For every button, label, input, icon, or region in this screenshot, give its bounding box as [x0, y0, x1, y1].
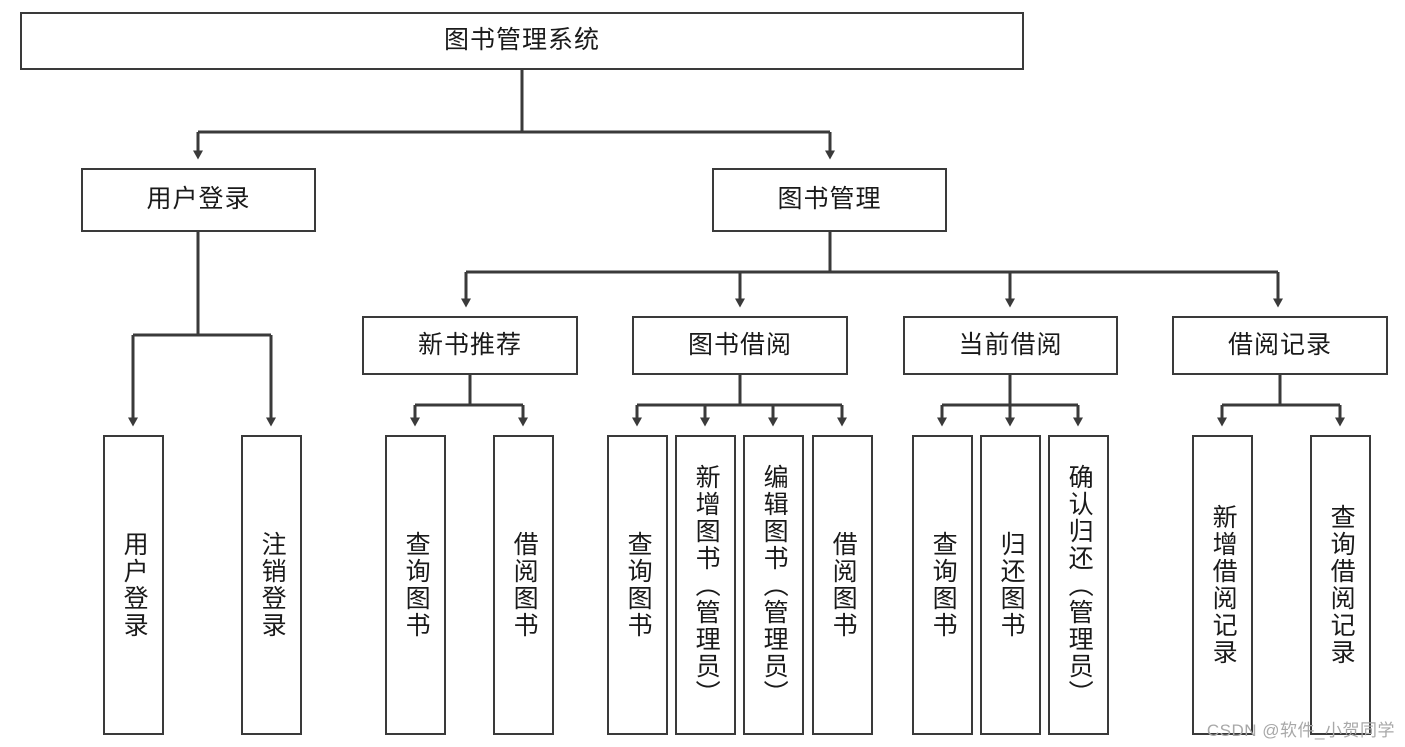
node-label: 图书借阅	[687, 330, 792, 359]
node-label: 查询图书	[624, 531, 653, 639]
node-leaf-return-book[interactable]: 归还图书	[980, 435, 1041, 735]
node-label: 新增借阅记录	[1209, 504, 1238, 666]
node-label: 查询借阅记录	[1327, 504, 1356, 666]
node-book-management[interactable]: 图书管理	[712, 168, 947, 232]
node-label: 当前借阅	[958, 330, 1063, 359]
node-leaf-add-borrow-record[interactable]: 新增借阅记录	[1192, 435, 1253, 735]
node-label: 图书管理	[777, 185, 882, 214]
node-leaf-query-book-recommend[interactable]: 查询图书	[385, 435, 446, 735]
node-leaf-logout[interactable]: 注销登录	[241, 435, 302, 735]
node-leaf-add-book-admin[interactable]: 新增图书（管理员）	[675, 435, 736, 735]
node-user-login[interactable]: 用户登录	[81, 168, 316, 232]
node-leaf-user-login[interactable]: 用户登录	[103, 435, 164, 735]
node-current-borrow[interactable]: 当前借阅	[903, 316, 1118, 375]
node-borrow-record[interactable]: 借阅记录	[1172, 316, 1388, 375]
node-book-borrow[interactable]: 图书借阅	[632, 316, 848, 375]
node-label: 注销登录	[258, 531, 287, 639]
node-leaf-query-borrow-record[interactable]: 查询借阅记录	[1310, 435, 1371, 735]
node-label: 图书管理系统	[443, 26, 600, 55]
node-label: 查询图书	[402, 531, 431, 639]
node-leaf-borrow-book[interactable]: 借阅图书	[812, 435, 873, 735]
node-leaf-confirm-return-admin[interactable]: 确认归还（管理员）	[1048, 435, 1109, 735]
node-label: 借阅图书	[829, 531, 858, 639]
node-label: 用户登录	[146, 185, 251, 214]
node-label: 查询图书	[929, 531, 958, 639]
node-label: 借阅图书	[510, 531, 539, 639]
node-leaf-query-book-current[interactable]: 查询图书	[912, 435, 973, 735]
node-label: 新书推荐	[417, 330, 522, 359]
watermark: CSDN @软件_小贺同学	[1206, 721, 1395, 740]
node-label: 用户登录	[120, 531, 149, 639]
node-new-book-recommend[interactable]: 新书推荐	[362, 316, 578, 375]
node-root-book-management-system[interactable]: 图书管理系统	[20, 12, 1024, 70]
node-leaf-edit-book-admin[interactable]: 编辑图书（管理员）	[743, 435, 804, 735]
node-label: 确认归还（管理员）	[1065, 463, 1094, 707]
node-leaf-borrow-book-recommend[interactable]: 借阅图书	[493, 435, 554, 735]
node-label: 归还图书	[997, 531, 1026, 639]
node-label: 编辑图书（管理员）	[760, 463, 789, 707]
node-label: 借阅记录	[1227, 330, 1332, 359]
node-leaf-query-book-borrow[interactable]: 查询图书	[607, 435, 668, 735]
node-label: 新增图书（管理员）	[692, 463, 721, 707]
